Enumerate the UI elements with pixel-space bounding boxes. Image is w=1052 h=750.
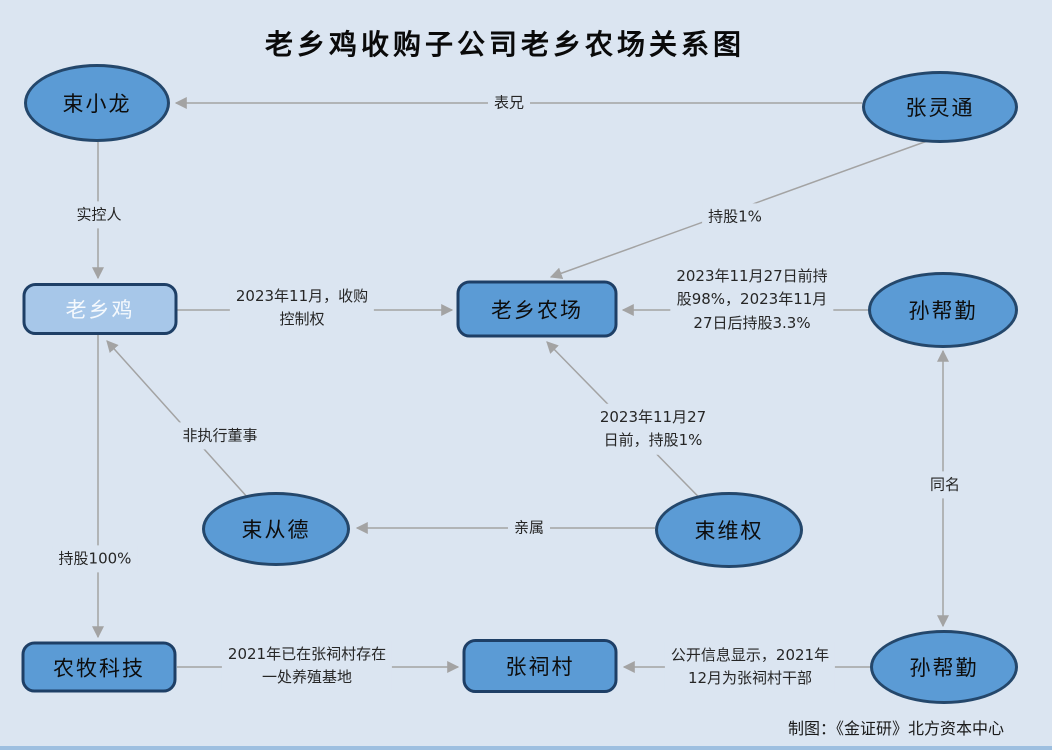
node-sunbangqin-bottom-label: 孙帮勤 <box>909 656 979 680</box>
edge-label-feizhixing: 非执行董事 <box>176 422 264 450</box>
edge-label-ganbu: 公开信息显示，2021年 12月为张祠村干部 <box>664 641 836 693</box>
bottom-border-strip <box>0 746 1052 750</box>
node-nongmukeji-label: 农牧科技 <box>53 656 145 680</box>
node-nongmukeji: 农牧科技 <box>21 641 177 693</box>
node-shuxiaolong-label: 束小龙 <box>62 92 132 116</box>
node-laoxiangji: 老乡鸡 <box>22 283 178 335</box>
edge-label-shikongren: 实控人 <box>70 201 128 229</box>
edge-label-tongming: 同名 <box>923 471 967 499</box>
diagram-title: 老乡鸡收购子公司老乡农场关系图 <box>264 28 746 61</box>
node-sunbangqin-bottom: 孙帮勤 <box>870 630 1018 704</box>
edge-label-jidi: 2021年已在张祠村存在 一处养殖基地 <box>221 640 393 692</box>
edge-label-acquire: 2023年11月，收购 控制权 <box>229 282 375 334</box>
node-sunbangqin-top-label: 孙帮勤 <box>908 299 978 323</box>
node-laoxiangnongchang: 老乡农场 <box>456 280 618 338</box>
node-zhangcicun: 张祠村 <box>462 639 618 693</box>
node-shuweiquan-label: 束维权 <box>694 519 764 543</box>
node-sunbangqin-top: 孙帮勤 <box>868 272 1018 348</box>
node-shuxiaolong: 束小龙 <box>24 64 170 142</box>
node-zhanglingtong: 张灵通 <box>862 71 1018 143</box>
edge-label-chigu100: 持股100% <box>52 545 138 573</box>
edge-label-qinshu: 亲属 <box>507 514 551 542</box>
node-shuweiquan: 束维权 <box>655 492 803 568</box>
credit-caption: 制图：《金证研》北方资本中心 <box>787 719 1005 738</box>
node-laoxiangnongchang-label: 老乡农场 <box>491 298 583 322</box>
edge-label-biaoxiong: 表兄 <box>487 89 531 117</box>
node-zhanglingtong-label: 张灵通 <box>905 96 975 120</box>
node-zhangcicun-label: 张祠村 <box>505 655 575 679</box>
edge-label-sun98: 2023年11月27日前持 股98%，2023年11月 27日后持股3.3% <box>670 263 834 337</box>
edge-label-weiquan1: 2023年11月27 日前，持股1% <box>593 403 713 455</box>
node-shucongde: 束从德 <box>202 492 350 566</box>
node-laoxiangji-label: 老乡鸡 <box>65 298 135 322</box>
node-shucongde-label: 束从德 <box>241 518 311 542</box>
edge-label-chigu1: 持股1% <box>702 203 768 231</box>
